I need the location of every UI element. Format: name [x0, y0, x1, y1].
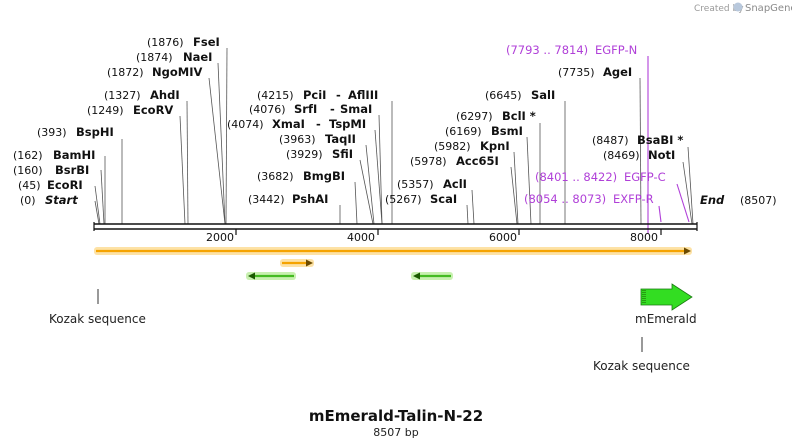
- site-position: (6297): [456, 110, 493, 123]
- site-name: BclI *: [502, 109, 536, 123]
- site-name: PciI: [303, 88, 326, 102]
- site-name: SalI: [531, 88, 555, 102]
- site-connectors: [94, 47, 694, 225]
- primer-connectors: [647, 56, 690, 234]
- site-position: (5357): [397, 178, 434, 191]
- feature-label-kozak-right: Kozak sequence: [593, 359, 690, 373]
- site-name: AgeI: [603, 65, 632, 79]
- site-name: BspHI: [76, 125, 114, 139]
- map-length: 8507 bp: [373, 426, 418, 439]
- site-position: (4074): [227, 118, 264, 131]
- credit-brand: SnapGene: [745, 3, 792, 14]
- site-labels: (0) Start (45) EcoRI (160) BsrBI (162) B…: [13, 35, 777, 207]
- orf-reverse-2: [411, 272, 453, 280]
- axis-tick-label: 8000: [630, 231, 658, 244]
- axis-tick-label: 4000: [347, 231, 375, 244]
- site-name: NotI: [648, 148, 675, 162]
- site-name: BsrBI: [55, 163, 89, 177]
- orf-short: [280, 259, 314, 267]
- svg-text:-: -: [336, 88, 341, 102]
- credit-created-by: Created by: [694, 4, 744, 14]
- snapgene-logo-icon: [733, 2, 743, 12]
- site-name: BsaBI *: [637, 133, 683, 147]
- site-name: AflIII: [348, 88, 378, 102]
- site-position: (5978): [410, 155, 447, 168]
- site-name: SrfI: [294, 102, 317, 116]
- snapgene-credit: Created by SnapGene: [694, 2, 792, 14]
- site-name: EcoRI: [47, 178, 83, 192]
- axis-tick-labels: 2000 4000 6000 8000: [206, 231, 658, 244]
- site-name: EcoRV: [133, 103, 173, 117]
- site-position: (6645): [485, 89, 522, 102]
- site-name: KpnI: [480, 139, 510, 153]
- site-position: (7735): [558, 66, 595, 79]
- site-name: Acc65I: [456, 154, 499, 168]
- site-name: NgoMIV: [152, 65, 202, 79]
- site-position: (1874): [136, 51, 173, 64]
- site-position: (160): [13, 164, 43, 177]
- axis-tick-label: 6000: [489, 231, 517, 244]
- backbone: [93, 222, 698, 235]
- site-position: (1876): [147, 36, 184, 49]
- start-position: (0): [20, 194, 36, 207]
- site-position: (3963): [279, 133, 316, 146]
- primer-position: (8401 .. 8422): [535, 170, 617, 184]
- site-position: (3442): [248, 193, 285, 206]
- site-name: TaqII: [325, 132, 356, 146]
- site-position: (8469): [603, 149, 640, 162]
- memerald-feature-arrow: [640, 283, 693, 311]
- site-position: (3682): [257, 170, 294, 183]
- site-position: (8487): [592, 134, 629, 147]
- primer-name: EGFP-C: [624, 170, 666, 184]
- orf-long: [94, 247, 692, 255]
- site-position: (4215): [257, 89, 294, 102]
- site-name: AclI: [443, 177, 467, 191]
- site-name: FseI: [193, 35, 220, 49]
- primer-name: EXFP-R: [613, 192, 654, 206]
- site-name: TspMI: [329, 117, 366, 131]
- site-name: ScaI: [430, 192, 457, 206]
- site-name: XmaI: [272, 117, 305, 131]
- site-position: (162): [13, 149, 43, 162]
- primer-position: (8054 .. 8073): [524, 192, 606, 206]
- feature-label-kozak-left: Kozak sequence: [49, 312, 146, 326]
- site-name: BsmI: [491, 124, 523, 138]
- site-position: (5982): [434, 140, 471, 153]
- site-position: (5267): [385, 193, 422, 206]
- primer-name: EGFP-N: [595, 43, 637, 57]
- start-label: Start: [45, 193, 78, 207]
- site-position: (1872): [107, 66, 144, 79]
- site-position: (1249): [87, 104, 124, 117]
- end-position: (8507): [740, 194, 777, 207]
- orf-reverse-1: [246, 272, 296, 280]
- axis-tick-label: 2000: [206, 231, 234, 244]
- site-position: (45): [18, 179, 41, 192]
- site-name: NaeI: [183, 50, 212, 64]
- feature-label-memerald: mEmerald: [635, 312, 697, 326]
- primer-labels: (7793 .. 7814) EGFP-N (8401 .. 8422) EGF…: [506, 43, 666, 206]
- end-label: End: [700, 193, 725, 207]
- site-position: (4076): [249, 103, 286, 116]
- site-name: BmgBI: [303, 169, 345, 183]
- svg-text:-: -: [330, 102, 335, 116]
- map-title: mEmerald-Talin-N-22: [309, 407, 483, 425]
- primer-position: (7793 .. 7814): [506, 43, 588, 57]
- site-name: PshAI: [292, 192, 328, 206]
- site-position: (1327): [104, 89, 141, 102]
- site-name: BamHI: [53, 148, 95, 162]
- svg-text:-: -: [316, 117, 321, 131]
- site-position: (393): [37, 126, 67, 139]
- site-name: AhdI: [150, 88, 180, 102]
- site-position: (3929): [286, 148, 323, 161]
- site-name: SfiI: [332, 147, 353, 161]
- site-name: SmaI: [340, 102, 372, 116]
- site-position: (6169): [445, 125, 482, 138]
